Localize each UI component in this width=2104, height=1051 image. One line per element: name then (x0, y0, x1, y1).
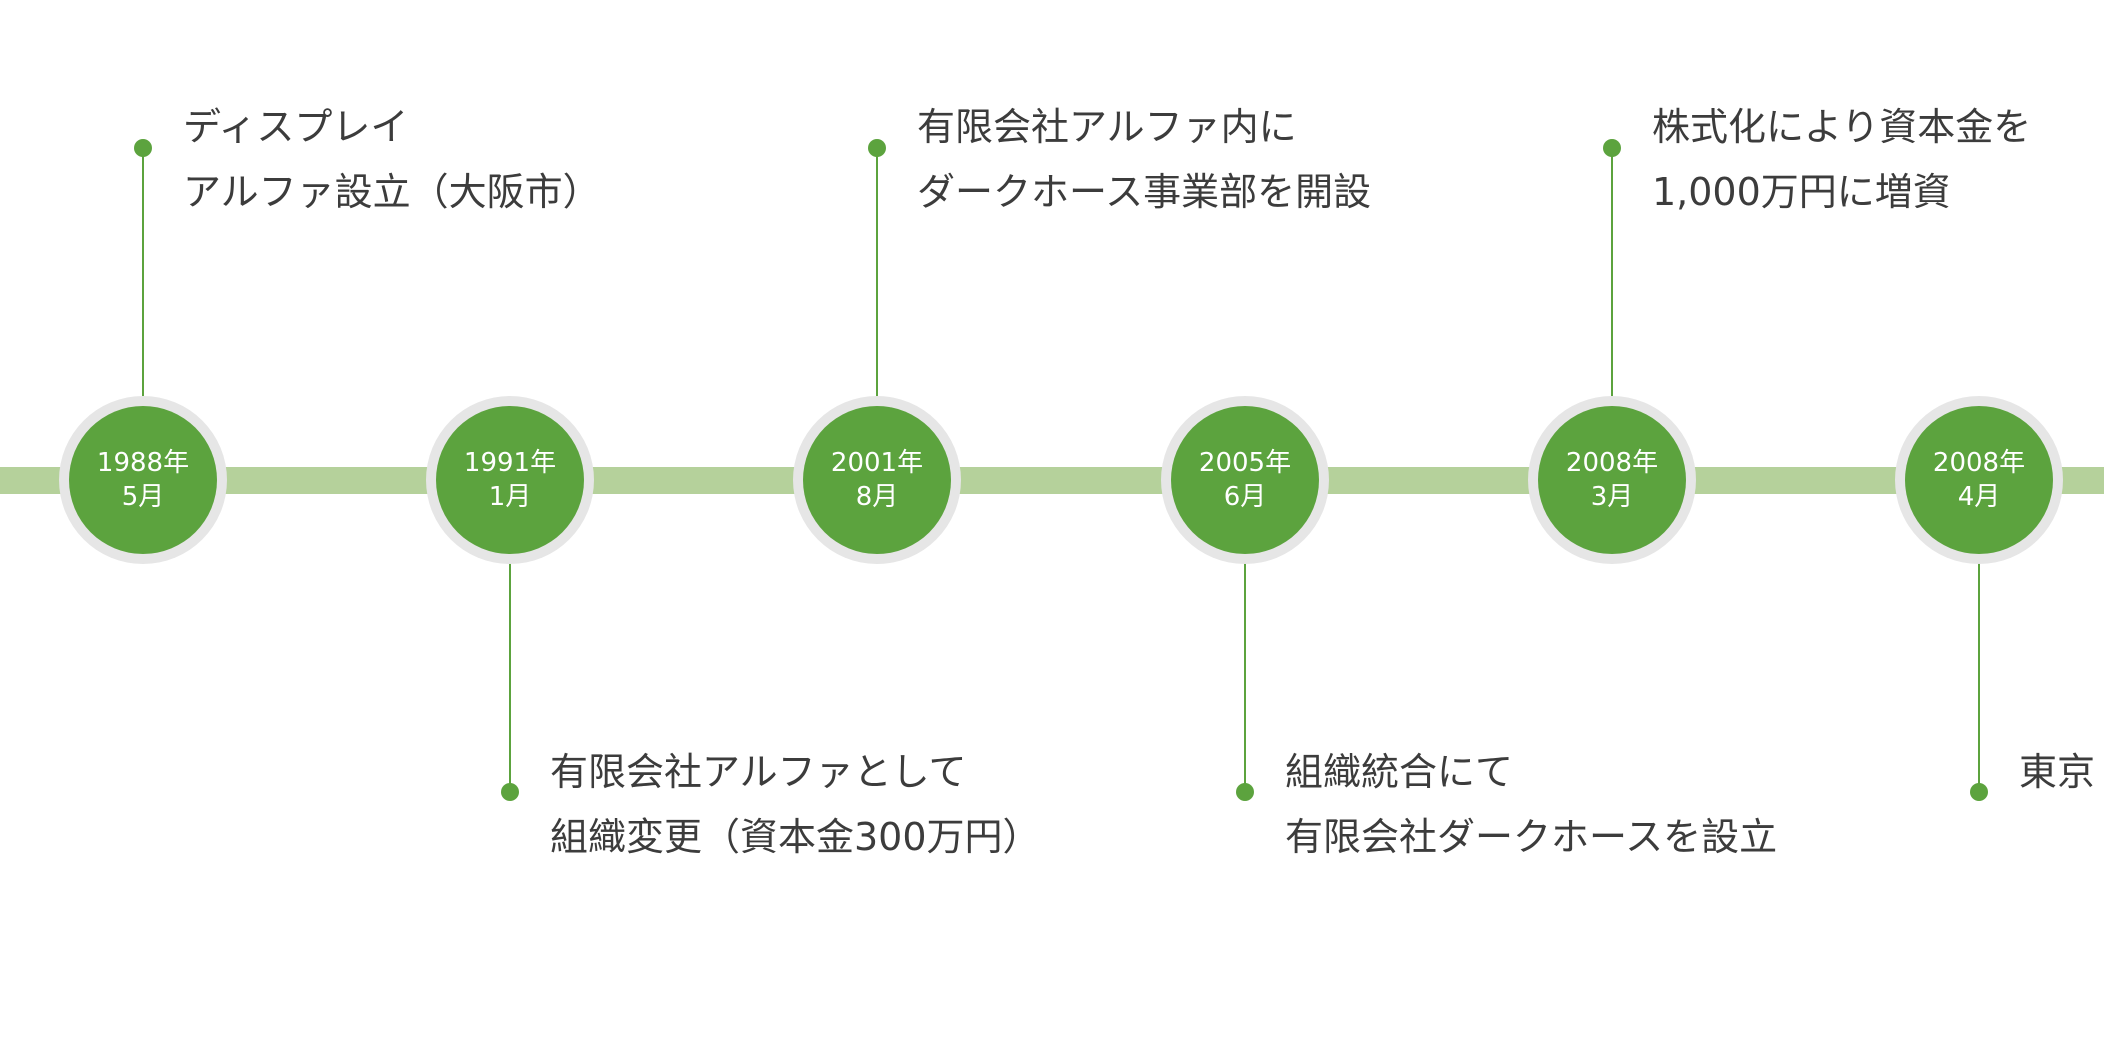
milestone-circle: 2001年 8月 (803, 406, 951, 554)
milestone-month: 1月 (488, 482, 532, 512)
caption-line: 株式化により資本金を (1652, 105, 2032, 149)
milestone-month: 5月 (121, 482, 165, 512)
connector-dot (1970, 783, 1988, 801)
connector-dot (1603, 139, 1621, 157)
caption-line: 東京 (2019, 750, 2096, 794)
connector-line (1978, 554, 1980, 792)
connector-line (876, 148, 878, 396)
caption-line: 1,000万円に増資 (1652, 170, 1951, 214)
milestone-year: 2001年 (830, 448, 924, 478)
milestone-caption: 東京 (2019, 740, 2095, 805)
caption-line: 有限会社アルファ内に (917, 105, 1297, 149)
timeline-track (0, 467, 2104, 494)
caption-line: ダークホース事業部を開設 (917, 170, 1372, 214)
connector-line (1244, 554, 1246, 792)
milestone-caption: 有限会社アルファとして 組織変更（資本金300万円） (550, 740, 1041, 870)
caption-line: アルファ設立（大阪市） (183, 170, 601, 214)
milestone-caption: 有限会社アルファ内に ダークホース事業部を開設 (917, 95, 1371, 225)
milestone-month: 6月 (1223, 482, 1267, 512)
milestone-circle: 2005年 6月 (1171, 406, 1319, 554)
milestone-caption: 組織統合にて 有限会社ダークホースを設立 (1285, 740, 1777, 870)
caption-line: 組織統合にて (1285, 750, 1514, 794)
caption-line: 組織変更（資本金300万円） (550, 815, 1041, 859)
connector-line (142, 148, 144, 396)
caption-line: 有限会社アルファとして (550, 750, 967, 794)
milestone-year: 1988年 (96, 448, 190, 478)
connector-dot (868, 139, 886, 157)
caption-line: 有限会社ダークホースを設立 (1285, 815, 1778, 859)
milestone-caption: ディスプレイ アルファ設立（大阪市） (183, 95, 601, 225)
milestone-caption: 株式化により資本金を 1,000万円に増資 (1652, 95, 2031, 225)
connector-dot (1236, 783, 1254, 801)
milestone-year: 1991年 (463, 448, 557, 478)
connector-dot (501, 783, 519, 801)
milestone-month: 8月 (855, 482, 899, 512)
milestone-circle: 2008年 4月 (1905, 406, 2053, 554)
connector-line (509, 554, 511, 792)
milestone-circle: 1991年 1月 (436, 406, 584, 554)
connector-dot (134, 139, 152, 157)
milestone-month: 3月 (1590, 482, 1634, 512)
milestone-year: 2008年 (1565, 448, 1659, 478)
milestone-circle: 1988年 5月 (69, 406, 217, 554)
milestone-year: 2005年 (1198, 448, 1292, 478)
milestone-circle: 2008年 3月 (1538, 406, 1686, 554)
milestone-month: 4月 (1957, 482, 2001, 512)
milestone-year: 2008年 (1932, 448, 2026, 478)
caption-line: ディスプレイ (183, 105, 409, 149)
connector-line (1611, 148, 1613, 396)
